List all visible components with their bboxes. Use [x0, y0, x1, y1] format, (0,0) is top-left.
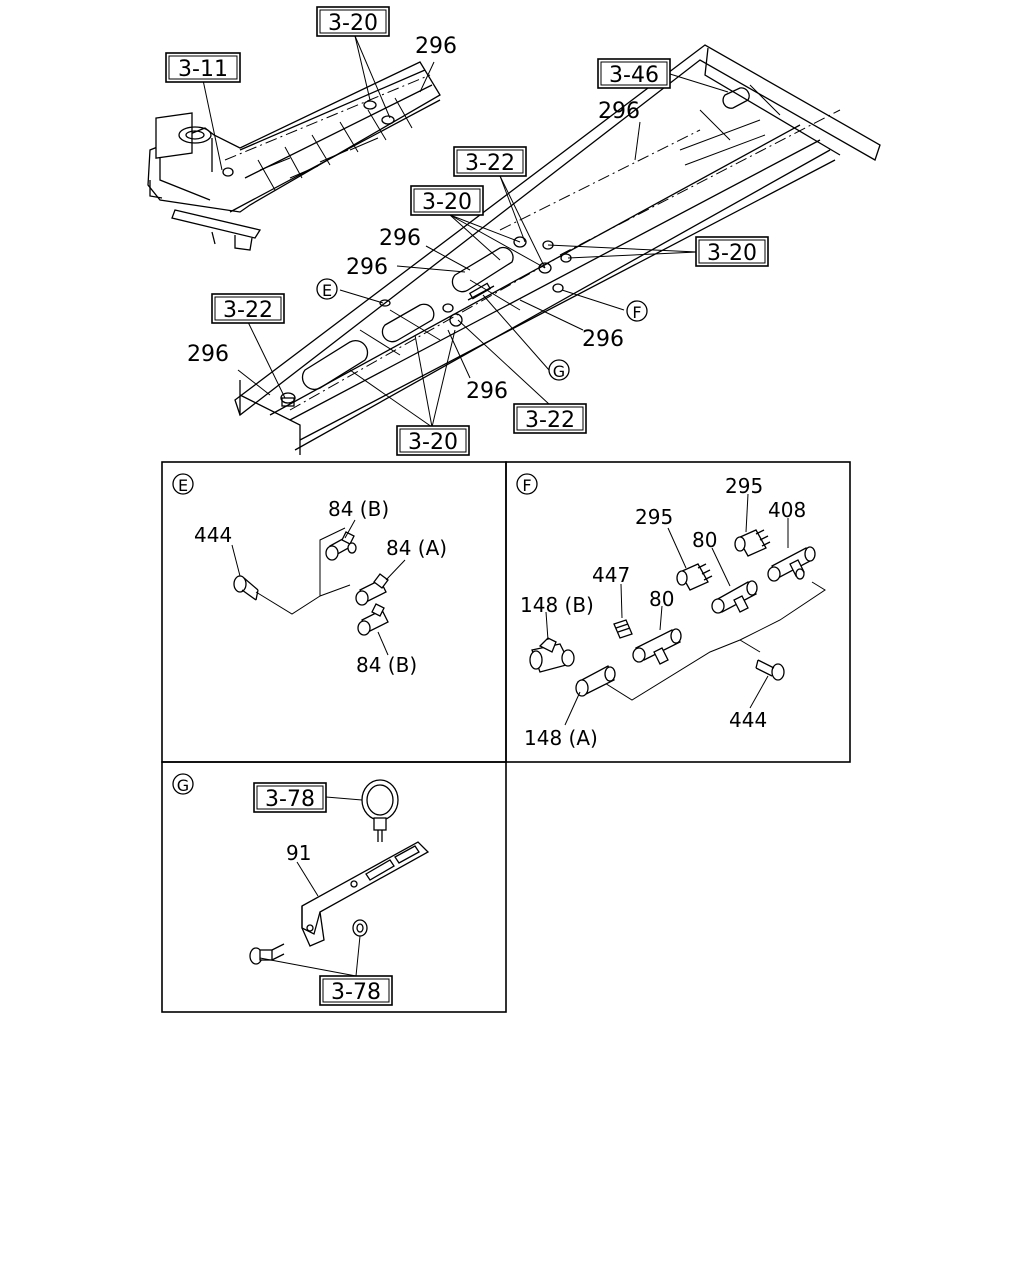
svg-text:3-22: 3-22 [223, 298, 273, 323]
ref-box-3-20-top: 3-20 [316, 6, 390, 37]
svg-text:3-11: 3-11 [178, 57, 228, 82]
label-80: 80 [649, 587, 674, 611]
label-84b: 84 (B) [328, 497, 389, 521]
ref-box-3-20-bottom: 3-20 [396, 425, 470, 456]
part-label-296: 296 [379, 226, 421, 251]
svg-text:G: G [553, 362, 565, 381]
ref-box-3-78-top: 3-78 [253, 782, 327, 813]
svg-text:3-20: 3-20 [422, 190, 472, 215]
label-408: 408 [768, 498, 806, 522]
panel-g-frame [161, 761, 507, 1013]
callout-f: F [626, 300, 648, 322]
tee-fitting-icon [632, 628, 682, 665]
chassis-frame-drawing [147, 44, 881, 455]
label-148a: 148 (A) [524, 726, 598, 750]
fitting-148a-icon [575, 665, 616, 697]
tee-fitting-icon [325, 531, 357, 561]
bolt-icon [755, 659, 785, 681]
label-444: 444 [194, 523, 232, 547]
svg-text:3-20: 3-20 [408, 430, 458, 455]
ref-box-3-78-bottom: 3-78 [319, 975, 393, 1006]
svg-text:3-78: 3-78 [331, 980, 381, 1005]
plug-447-icon [613, 619, 633, 639]
label-295: 295 [725, 474, 763, 498]
ref-box-3-20-right: 3-20 [695, 236, 769, 267]
panel-e: E 444 84 (B) 84 (A) [172, 473, 447, 677]
leader-lines [202, 35, 729, 428]
svg-text:3-22: 3-22 [525, 408, 575, 433]
svg-text:E: E [322, 281, 332, 300]
tee-fitting-icon [711, 580, 758, 614]
svg-text:F: F [522, 476, 531, 495]
label-80: 80 [692, 528, 717, 552]
callout-g: G [548, 359, 570, 381]
label-447: 447 [592, 563, 630, 587]
ref-box-3-20-mid: 3-20 [410, 185, 484, 216]
panel-g: G [172, 773, 430, 1006]
tee-fitting-icon [355, 573, 389, 606]
part-label-296: 296 [598, 99, 640, 124]
svg-text:3-46: 3-46 [609, 63, 659, 88]
part-label-296: 296 [415, 34, 457, 59]
fitting-295-icon [676, 563, 713, 591]
part-label-296: 296 [582, 327, 624, 352]
callout-e: E [316, 278, 338, 300]
svg-text:E: E [178, 476, 188, 495]
label-84a: 84 (A) [386, 536, 447, 560]
part-label-296: 296 [187, 342, 229, 367]
ref-box-3-46: 3-46 [597, 58, 671, 89]
part-label-296: 296 [346, 255, 388, 280]
label-84b: 84 (B) [356, 653, 417, 677]
tee-fitting-icon [767, 546, 816, 582]
label-148b: 148 (B) [520, 593, 594, 617]
svg-text:3-20: 3-20 [328, 11, 378, 36]
bolt-icon [249, 943, 285, 965]
label-444: 444 [729, 708, 767, 732]
panel-f-frame [505, 461, 851, 763]
ref-box-3-11: 3-11 [165, 52, 241, 83]
svg-text:F: F [632, 303, 641, 322]
ref-box-3-22-top: 3-22 [453, 146, 527, 177]
tee-fitting-icon [357, 603, 389, 636]
bracket-icon [301, 841, 430, 947]
panel-f: F [516, 473, 826, 750]
hose-clamp-icon [361, 779, 399, 842]
ref-box-3-22-bottom: 3-22 [513, 403, 587, 434]
ref-box-3-22-left: 3-22 [211, 293, 285, 324]
part-label-296: 296 [466, 379, 508, 404]
label-295: 295 [635, 505, 673, 529]
svg-text:3-78: 3-78 [265, 787, 315, 812]
fitting-148b-icon [529, 637, 575, 673]
nut-icon [352, 919, 368, 937]
svg-text:G: G [177, 776, 189, 795]
bolt-icon [233, 575, 259, 601]
svg-text:3-22: 3-22 [465, 151, 515, 176]
fitting-295-icon [734, 529, 771, 557]
label-91: 91 [286, 841, 311, 865]
svg-text:3-20: 3-20 [707, 241, 757, 266]
